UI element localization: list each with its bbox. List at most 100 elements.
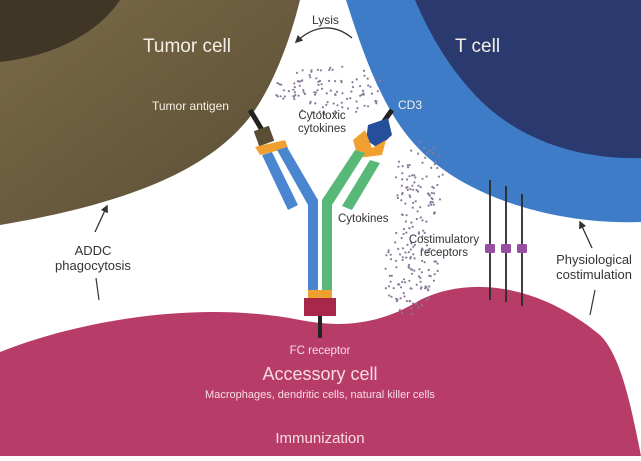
cytokine-dot (405, 256, 408, 259)
cytokine-dot (325, 103, 328, 106)
cytokine-dot (275, 94, 278, 97)
cytokine-dot (396, 196, 399, 199)
physio-line-2: costimulation (556, 266, 632, 282)
cytokine-dot (405, 214, 408, 217)
cytokine-dot (401, 280, 404, 284)
cytokine-dot (408, 194, 411, 197)
cytokine-dot (293, 86, 296, 89)
cytokine-dot (432, 203, 435, 206)
cytokine-dot (326, 101, 329, 104)
cytokine-dot (425, 175, 428, 178)
cytokine-dot (430, 191, 433, 195)
cytokine-dot (406, 243, 409, 246)
cytokine-dot (408, 266, 411, 269)
cytokine-dot (409, 256, 412, 259)
cytokine-dot (388, 294, 391, 297)
cytokine-dot (317, 83, 320, 86)
cytotoxic-line-1: Cytotoxic (298, 110, 346, 122)
cytokine-dot (426, 151, 429, 154)
cytokine-dot (412, 245, 415, 248)
tumor-antigen (253, 125, 275, 147)
cytokine-dot (276, 81, 279, 85)
bispecific-antibody (247, 108, 395, 338)
cytokine-dot (434, 160, 437, 163)
cytokine-dot (332, 102, 335, 105)
physiological-costimulation-label: Physiological costimulation (544, 252, 641, 283)
cytokine-dot (402, 278, 405, 281)
cytokine-dot (317, 80, 320, 83)
cytokine-dot (298, 84, 301, 87)
cytokine-dot (408, 163, 411, 167)
cytokine-dot (411, 225, 414, 228)
cytokine-dot (411, 206, 414, 209)
cytokine-dot (362, 92, 365, 95)
receptor-2 (501, 244, 511, 253)
cytokine-dot (431, 152, 434, 155)
cytokine-dot (363, 104, 366, 107)
cytokine-dot (427, 289, 430, 292)
cytokine-dot (410, 242, 413, 245)
accessory-cell-label: Accessory cell (262, 364, 378, 384)
cytokine-dot (426, 251, 429, 254)
cytokine-dot (387, 249, 390, 252)
cytokine-dot (367, 84, 370, 87)
cytokine-dot (410, 307, 413, 310)
cytokine-dot (398, 308, 401, 312)
cytokine-dot (309, 102, 312, 105)
cytokine-dot (407, 263, 411, 266)
cytokine-dots (275, 65, 444, 315)
cytokine-dot (278, 83, 281, 86)
cytokine-dot (401, 165, 404, 168)
cytokine-dot (395, 231, 398, 235)
cytokine-dot (421, 177, 424, 180)
cytokine-dot (417, 152, 420, 155)
cytokine-dot (419, 140, 422, 143)
cytokine-dot (359, 84, 362, 88)
fc-receptor-label: FC receptor (289, 345, 351, 357)
cytokine-dot (420, 271, 423, 274)
cytokine-dot (425, 244, 428, 247)
cytokine-dot (314, 102, 317, 105)
cytokine-dot (421, 235, 424, 238)
cytokine-dot (329, 89, 332, 92)
cytokine-dot (388, 274, 391, 277)
cytotoxic-cytokines-label: Cytotoxic cytokines (292, 110, 352, 136)
cytokine-dot (411, 174, 414, 177)
cytokine-dot (436, 262, 439, 265)
cytokine-dot (425, 299, 428, 302)
cytokine-dot (389, 280, 392, 283)
cytokine-dot (395, 266, 398, 269)
cytokine-dot (429, 200, 432, 203)
cytokine-dot (390, 295, 393, 298)
cytokine-dot (351, 81, 354, 84)
cytokine-dot (395, 176, 398, 179)
cytokine-dot (434, 260, 437, 263)
cytokine-dot (430, 203, 433, 206)
cytokine-dot (302, 91, 305, 94)
cytokine-dot (374, 78, 377, 81)
cytokine-dot (432, 146, 435, 149)
cytokine-dot (441, 173, 444, 176)
cytokine-dot (399, 286, 403, 289)
cytokine-dot (415, 217, 418, 221)
cytokines-label: Cytokines (338, 213, 389, 225)
physio-line-1: Physiological (556, 252, 632, 267)
cytokine-dot (420, 286, 423, 289)
cytokine-dot (428, 149, 431, 152)
cytokine-dot (427, 204, 430, 207)
cytokine-dot (417, 184, 420, 187)
cytokine-dot (401, 247, 405, 250)
cytokine-dot (419, 216, 422, 219)
cytokine-dot (341, 65, 344, 68)
cytokine-dot (295, 71, 298, 74)
cytokine-dot (294, 93, 297, 97)
cytokine-dot (401, 258, 404, 262)
cytokine-dot (433, 163, 436, 166)
cytokine-dot (406, 188, 409, 191)
cytokine-dot (292, 88, 295, 91)
cytokine-dot (340, 79, 343, 82)
cytokine-dot (328, 68, 331, 72)
cytokine-dot (318, 110, 321, 113)
cytokine-dot (432, 279, 435, 282)
cytokine-dot (419, 186, 422, 189)
